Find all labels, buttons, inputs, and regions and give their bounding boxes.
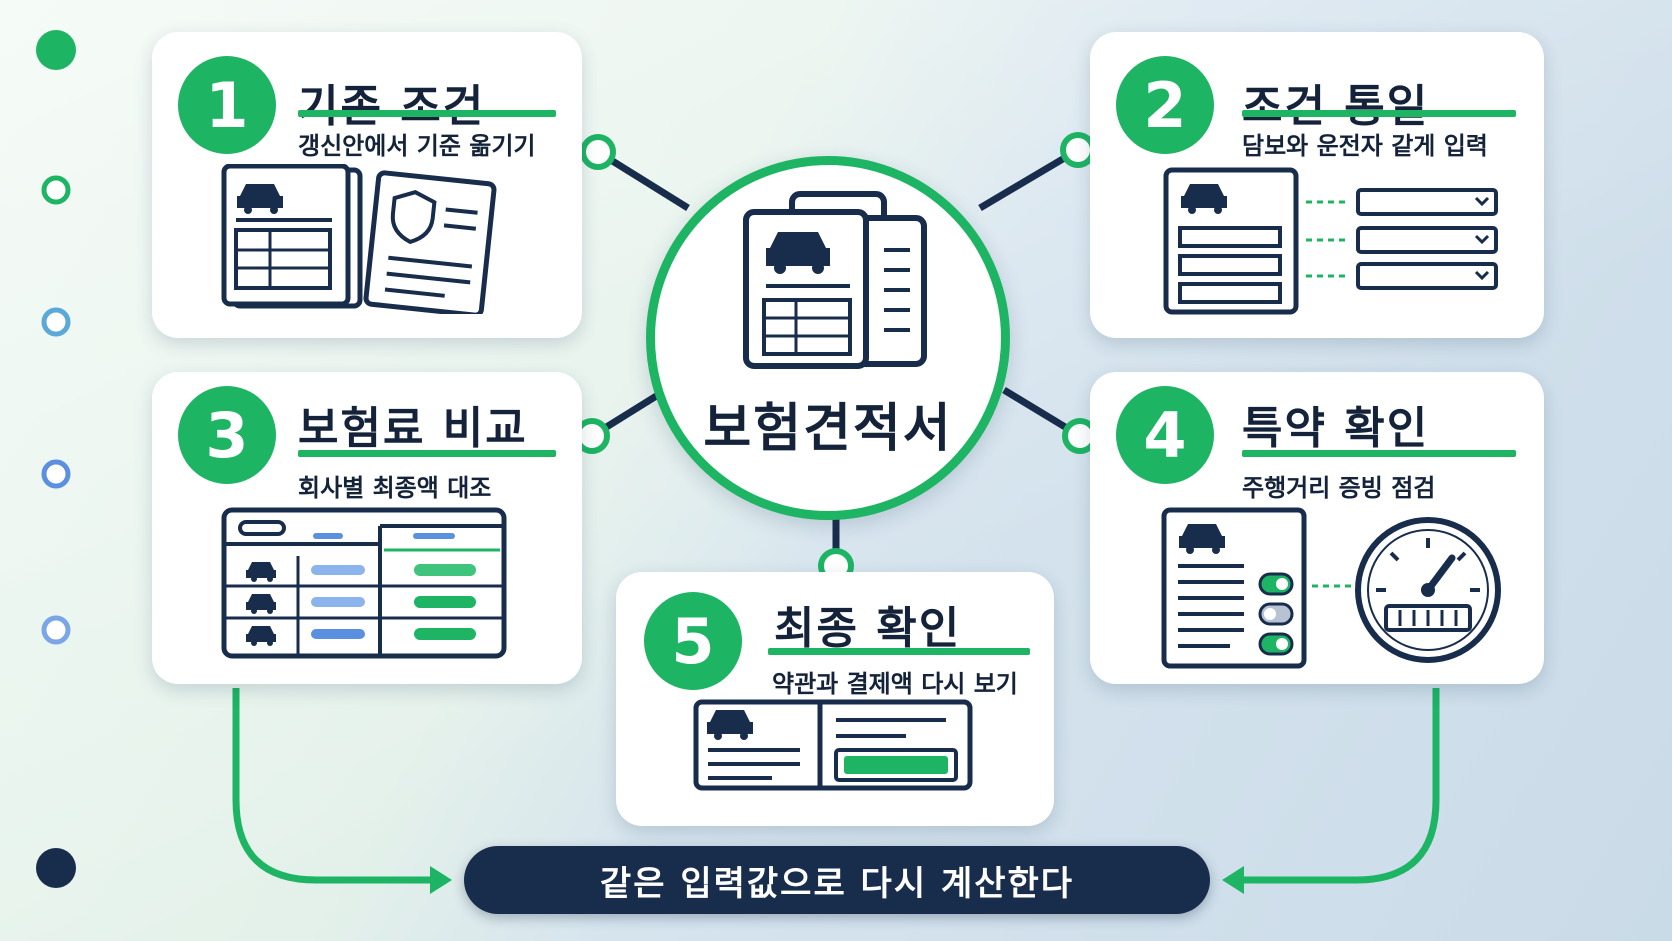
timeline-dot <box>41 615 71 645</box>
connector-node <box>580 134 616 170</box>
arrow-right <box>1236 688 1440 884</box>
timeline-dot-top <box>36 30 76 70</box>
title-underline <box>768 648 1030 655</box>
timeline-dot <box>41 175 71 205</box>
arrow-right-head <box>1222 866 1244 894</box>
connector-node <box>1060 132 1096 168</box>
step-card-2: 2 조건 통일 담보와 운전자 같게 입력 <box>1090 32 1544 338</box>
step-title: 보험료 비교 <box>298 403 528 454</box>
payment-review-icon <box>693 699 973 791</box>
timeline-dot <box>41 459 71 489</box>
step-subtitle: 회사별 최종액 대조 <box>298 474 492 502</box>
step-title: 특약 확인 <box>1242 403 1430 454</box>
arrow-left <box>232 688 438 884</box>
title-underline <box>298 450 556 457</box>
timeline-dot <box>41 307 71 337</box>
step-subtitle: 주행거리 증빙 점검 <box>1242 474 1436 502</box>
step-card-4: 4 특약 확인 주행거리 증빙 점검 <box>1090 372 1544 684</box>
step-number-badge: 5 <box>644 592 742 690</box>
recalculate-banner: 같은 입력값으로 다시 계산한다 <box>464 846 1210 914</box>
step-subtitle: 담보와 운전자 같게 입력 <box>1242 132 1488 160</box>
step-card-1: 1 기존 조건 갱신안에서 기준 옮기기 <box>152 32 582 338</box>
title-underline <box>298 110 556 117</box>
center-title: 보험견적서 <box>703 399 953 459</box>
timeline-dot-bottom <box>36 848 76 888</box>
step-subtitle: 약관과 결제액 다시 보기 <box>772 670 1018 698</box>
step-subtitle: 갱신안에서 기준 옮기기 <box>298 132 536 160</box>
comparison-table-icon <box>221 507 507 659</box>
step-title: 조건 통일 <box>1242 81 1430 132</box>
title-underline <box>1242 110 1516 117</box>
step-number-badge: 1 <box>178 56 276 154</box>
arrow-left-head <box>430 866 452 894</box>
quote-document-icon <box>743 191 927 369</box>
form-fields-icon <box>1163 167 1498 315</box>
title-underline <box>1242 450 1516 457</box>
step-card-5: 5 최종 확인 약관과 결제액 다시 보기 <box>616 572 1054 826</box>
step-number-badge: 3 <box>178 386 276 484</box>
step-title: 최종 확인 <box>774 603 962 654</box>
connector-line <box>978 146 1080 212</box>
step-number-badge: 2 <box>1116 56 1214 154</box>
document-shield-icon <box>221 164 497 314</box>
step-card-3: 3 보험료 비교 회사별 최종액 대조 <box>152 372 582 684</box>
odometer-checklist-icon <box>1161 507 1501 669</box>
step-title: 기존 조건 <box>298 81 486 132</box>
step-number-badge: 4 <box>1116 386 1214 484</box>
